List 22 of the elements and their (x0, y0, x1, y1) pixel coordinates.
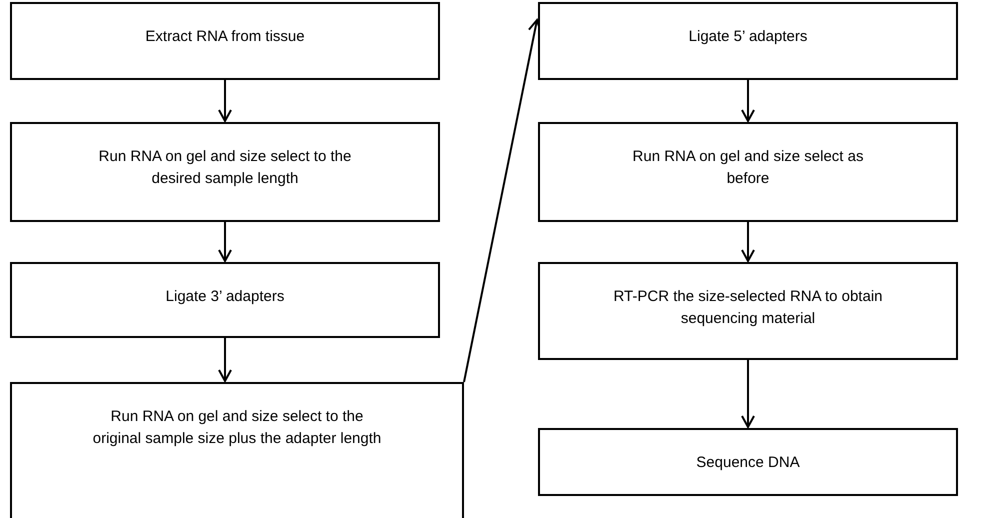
arrow (741, 80, 755, 122)
step-text: Extract RNA from tissue (144, 27, 306, 47)
process-box (10, 262, 440, 338)
arrow (741, 360, 755, 428)
step-text: Ligate 5’ adapters (688, 27, 808, 47)
process-box (538, 2, 958, 80)
process-box (538, 122, 958, 222)
step-text: RT-PCR the size-selected RNA to obtain sequencing material (612, 287, 884, 329)
process-box (538, 428, 958, 496)
process-box (538, 262, 958, 360)
step-text: Ligate 3’ adapters (164, 287, 286, 307)
arrow (218, 338, 232, 382)
arrow (218, 222, 232, 262)
step-text: Run RNA on gel and size select as before (632, 147, 864, 189)
process-box (10, 2, 440, 80)
process-box (10, 122, 440, 222)
step-text: Run RNA on gel and size select to the desired sample length (98, 147, 352, 189)
arrow (741, 222, 755, 262)
step-text: Sequence DNA (695, 453, 801, 473)
step-text: Run RNA on gel and size select to the original sample size plus the adapter length (92, 407, 382, 449)
process-box (10, 382, 464, 518)
arrow (218, 80, 232, 122)
